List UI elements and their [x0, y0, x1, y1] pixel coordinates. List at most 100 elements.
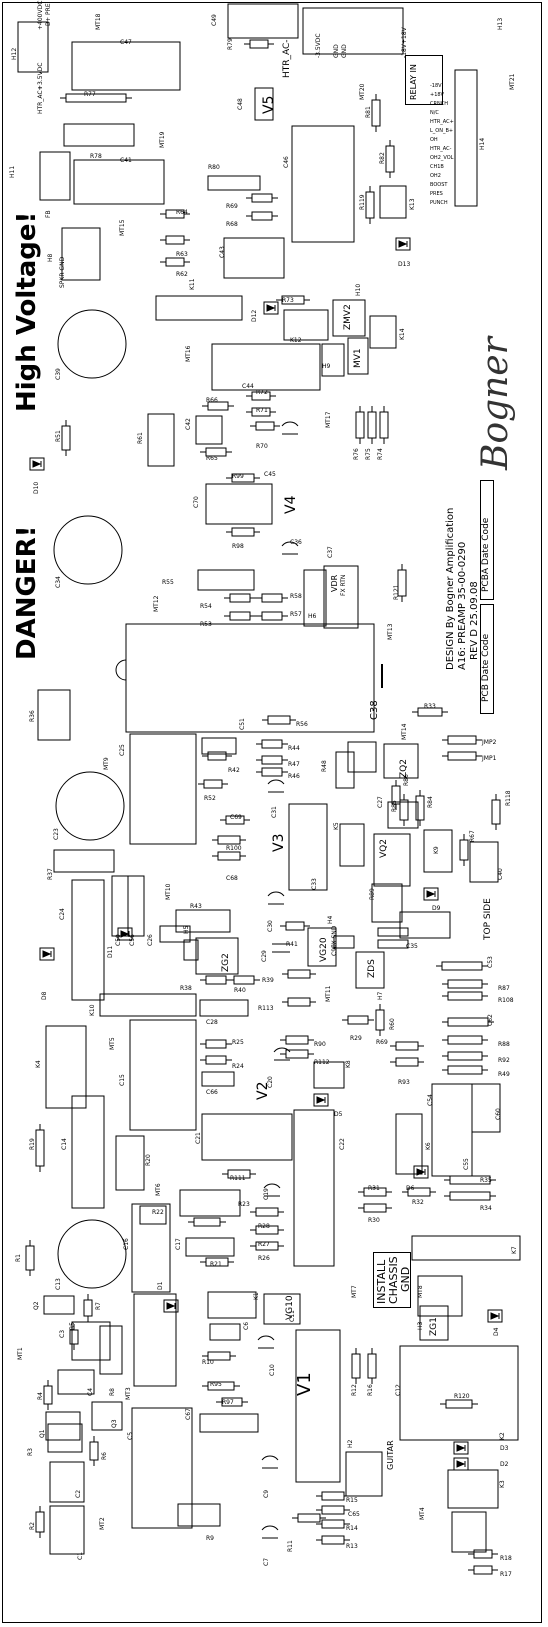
- label-jmp1: JMP1: [482, 755, 497, 762]
- r113-body: [287, 997, 311, 1007]
- k3-body: [451, 1511, 487, 1553]
- mode-pin-label: PRES: [430, 191, 443, 197]
- c17-body: [185, 1237, 235, 1257]
- d3-outline: [453, 1441, 469, 1455]
- r34-body: [449, 1191, 491, 1201]
- c70-body: [205, 483, 273, 525]
- d8-outline: [39, 947, 55, 961]
- high-voltage-warning: High Voltage!: [12, 211, 42, 412]
- label-d12: D12: [251, 309, 258, 322]
- label-k7: K7: [511, 1246, 518, 1254]
- label-c48: C48: [237, 98, 244, 110]
- c45-arc: [281, 421, 299, 427]
- label-r99: R99: [232, 473, 244, 480]
- c43-body: [223, 237, 285, 279]
- label-r16: R16: [367, 1384, 374, 1396]
- r82-body: [385, 145, 395, 173]
- c11-region: [295, 1329, 341, 1483]
- r6-body: [89, 1441, 99, 1461]
- label-v3: V3: [271, 833, 287, 852]
- label-r97: R97: [222, 1399, 234, 1406]
- r-bar-b: [377, 939, 409, 949]
- board-part-number: A16: PREAMP 35-00-0290: [457, 541, 468, 670]
- label-mt8: MT8: [417, 1285, 424, 1298]
- c49-body: [227, 3, 299, 39]
- r54-body: [229, 593, 251, 603]
- r40-body: [233, 975, 255, 985]
- r55-body: [197, 569, 255, 591]
- k1-body: [207, 1291, 257, 1319]
- d4-triangle: [490, 1312, 500, 1320]
- r77-body: [65, 93, 127, 103]
- label-h5: H5: [183, 925, 190, 934]
- label-k11: K11: [189, 278, 196, 290]
- label-h7: H7: [377, 991, 384, 1000]
- r14-body: [321, 1519, 345, 1529]
- label-c22: C22: [339, 1138, 346, 1150]
- label-mt10: MT10: [165, 883, 172, 900]
- label-mt19: MT19: [159, 131, 166, 148]
- label-r98: R98: [232, 543, 244, 550]
- c6-body: [209, 1323, 241, 1341]
- c34-body: [53, 515, 123, 585]
- install-chassis-gnd-box: [373, 1252, 411, 1308]
- r47-body: [261, 755, 283, 765]
- label-c67: C67: [185, 1408, 192, 1420]
- label-c34: C34: [55, 576, 62, 588]
- c3-cluster: [71, 1321, 111, 1361]
- mode-pin-label: OH2: [430, 173, 441, 179]
- c38-notch: [115, 659, 127, 681]
- label-r25: R25: [232, 1039, 244, 1046]
- d5-triangle: [316, 1096, 326, 1104]
- label-h12: H12: [11, 47, 18, 60]
- label-r53: R53: [200, 621, 212, 628]
- label-c12: C12: [395, 1384, 402, 1396]
- c68-body: [217, 851, 241, 861]
- label-v1: V1: [294, 1372, 315, 1396]
- label-r72: R72: [256, 389, 268, 396]
- jmp2-body: [447, 735, 477, 745]
- pcb-date-code-label: PCB Date Code: [481, 633, 491, 702]
- r108-body: [447, 991, 483, 1001]
- r8-body: [99, 1325, 123, 1375]
- r61-body: [147, 413, 175, 467]
- r7-body: [83, 1299, 93, 1317]
- h11-connector: [39, 151, 71, 201]
- label-r100: R100: [226, 845, 242, 852]
- label-r24: R24: [232, 1063, 244, 1070]
- label-q2: Q2: [33, 1301, 40, 1310]
- gnd-label-2: GND: [341, 44, 348, 58]
- label-r119: R119: [359, 194, 366, 210]
- r98-body: [231, 527, 255, 537]
- label-c5: C5: [127, 1431, 134, 1440]
- h10-connector: [332, 299, 366, 337]
- label-c1: C1: [77, 1551, 84, 1560]
- label-r81: R81: [365, 106, 372, 118]
- label-c41: C41: [120, 157, 132, 164]
- r80-body: [207, 175, 261, 191]
- pcb-date-code-box: [480, 604, 494, 714]
- c21-body: [201, 1113, 293, 1161]
- label-r69: R69: [226, 203, 238, 210]
- label-r58: R58: [290, 593, 302, 600]
- label-mt6: MT6: [155, 1183, 162, 1196]
- c13-body: [57, 1219, 127, 1289]
- c22-body: [293, 1109, 335, 1267]
- r84-body: [415, 795, 425, 821]
- label-mt5: MT5: [109, 1037, 116, 1050]
- bogner-logo: Bogner: [475, 337, 516, 470]
- design-credit-line: DESIGN By Bogner Amplification: [445, 507, 456, 670]
- label-r71: R71: [256, 407, 268, 414]
- c28-body: [199, 999, 249, 1017]
- mode-pin-label: CH1B: [430, 164, 444, 170]
- c2-body: [49, 1461, 85, 1503]
- r57-body: [261, 611, 283, 621]
- r79-body: [249, 39, 269, 49]
- label-h14: H14: [479, 137, 486, 150]
- label-h3: H3: [417, 1321, 424, 1330]
- r4-body: [43, 1385, 53, 1405]
- label-c13: C13: [55, 1278, 62, 1290]
- c38-body: [125, 623, 375, 733]
- r67-body: [459, 839, 469, 861]
